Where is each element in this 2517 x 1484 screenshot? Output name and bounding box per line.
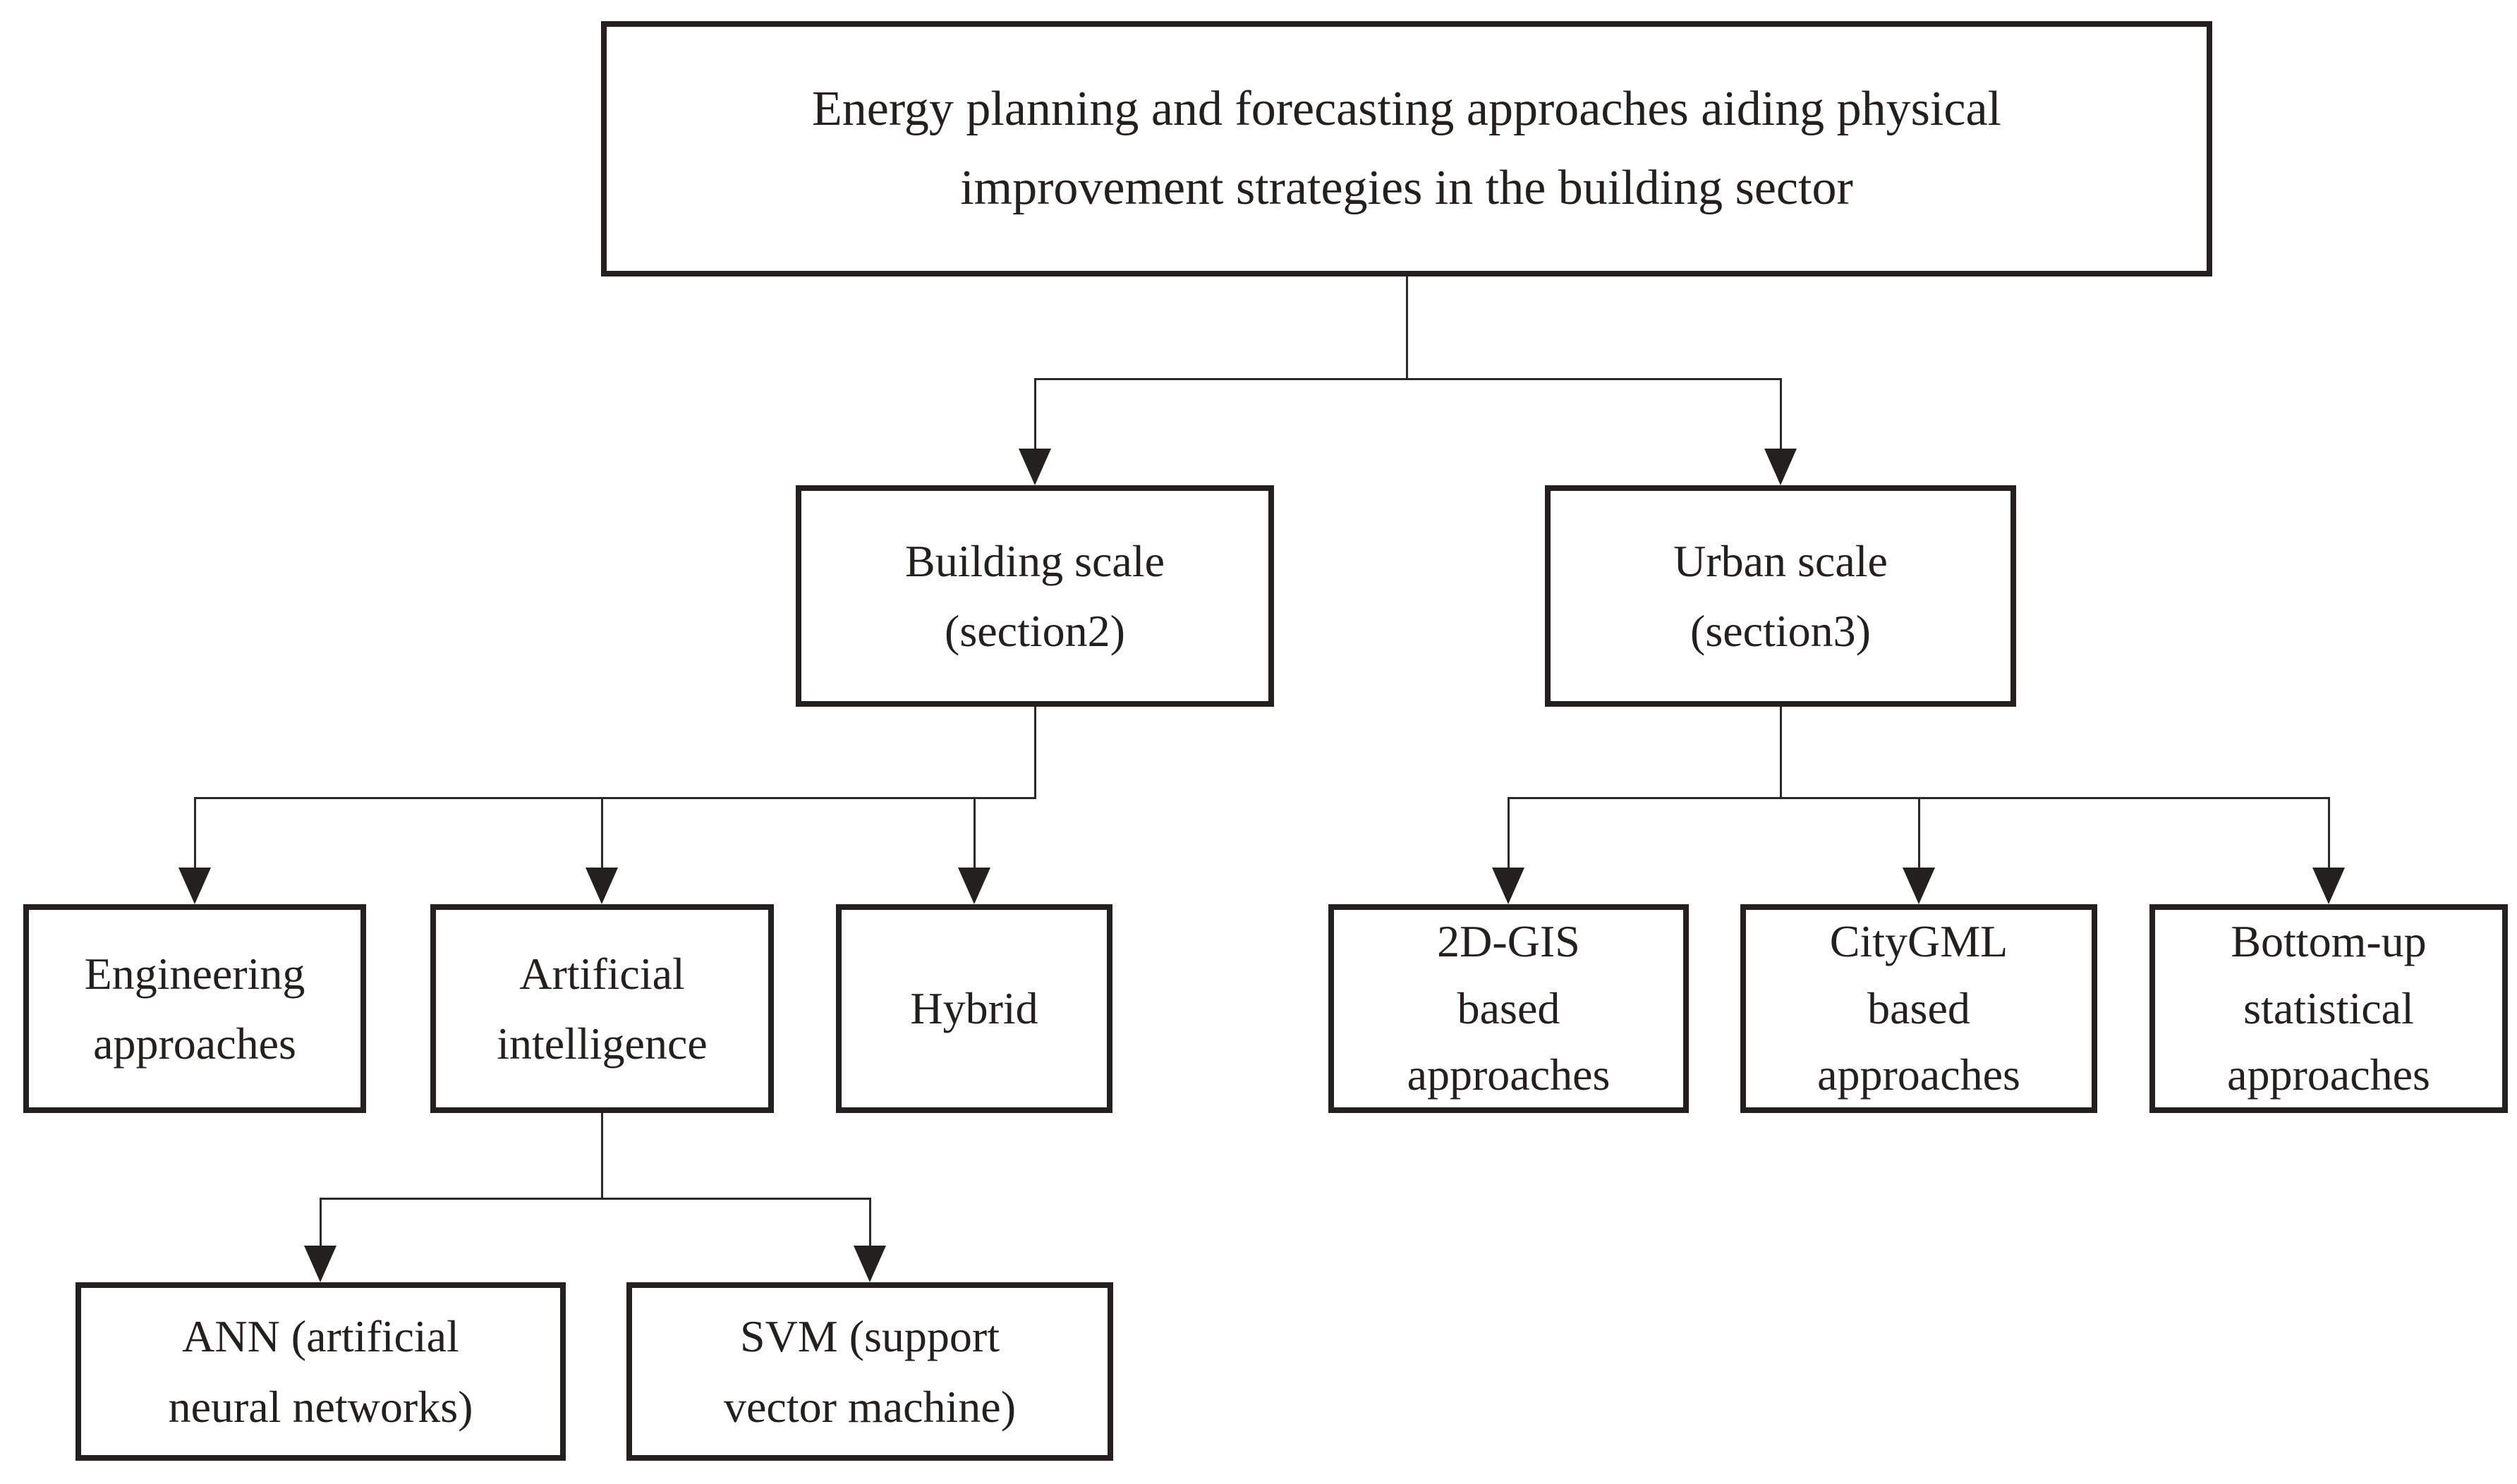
node-artificial-intelligence: Artificial intelligence xyxy=(430,904,774,1113)
connector-drop-urban xyxy=(1780,378,1782,450)
node-citygml-approaches: CityGML based approaches xyxy=(1740,904,2097,1113)
connector-root-bus xyxy=(1034,378,1782,380)
arrowhead-down-icon xyxy=(178,868,211,904)
connector-root-riser xyxy=(1406,276,1408,379)
connector-drop-artificial-intelligence xyxy=(601,797,603,869)
arrowhead-down-icon xyxy=(958,868,990,904)
arrowhead-down-icon xyxy=(1903,868,1935,904)
node-ann-label: ANN (artificial neural networks) xyxy=(81,1301,560,1441)
arrowhead-down-icon xyxy=(854,1246,886,1282)
label-line: ANN (artificial xyxy=(182,1311,459,1362)
node-artificial-intelligence-label: Artificial intelligence xyxy=(436,939,768,1078)
node-building-scale: Building scale (section2) xyxy=(796,485,1274,707)
arrowhead-down-icon xyxy=(1019,449,1051,485)
label-line: vector machine) xyxy=(724,1381,1016,1432)
node-citygml-label: CityGML based approaches xyxy=(1746,908,2092,1109)
connector-drop-citygml xyxy=(1918,797,1920,869)
label-line: Hybrid xyxy=(910,983,1038,1034)
label-line: approaches xyxy=(93,1018,296,1069)
node-root-label: Energy planning and forecasting approach… xyxy=(607,70,2207,228)
connector-urban-riser xyxy=(1780,707,1782,798)
label-line: statistical xyxy=(2243,983,2414,1033)
label-line: based xyxy=(1457,983,1560,1033)
label-line: Energy planning and forecasting approach… xyxy=(812,82,2001,136)
label-line: Bottom-up xyxy=(2231,916,2427,966)
node-svm-label: SVM (support vector machine) xyxy=(632,1301,1108,1441)
label-line: improvement strategies in the building s… xyxy=(960,161,1853,215)
connector-building-bus xyxy=(194,797,1036,799)
node-engineering-label: Engineering approaches xyxy=(29,939,360,1078)
node-bottom-up-statistical-approaches: Bottom-up statistical approaches xyxy=(2149,904,2508,1113)
connector-drop-bottom-up xyxy=(2328,797,2330,869)
label-line: CityGML xyxy=(1829,916,2008,966)
connector-drop-engineering xyxy=(194,797,196,869)
node-2d-gis-approaches: 2D-GIS based approaches xyxy=(1328,904,1689,1113)
label-line: based xyxy=(1867,983,1970,1033)
node-2d-gis-label: 2D-GIS based approaches xyxy=(1334,908,1683,1109)
connector-drop-ann xyxy=(320,1198,322,1247)
node-ann-artificial-neural-networks: ANN (artificial neural networks) xyxy=(75,1282,566,1461)
arrowhead-down-icon xyxy=(1492,868,1524,904)
label-line: approaches xyxy=(1407,1050,1611,1100)
node-building-scale-label: Building scale (section2) xyxy=(801,526,1268,666)
node-svm-support-vector-machine: SVM (support vector machine) xyxy=(626,1282,1113,1461)
connector-drop-hybrid xyxy=(974,797,976,869)
label-line: approaches xyxy=(1817,1050,2020,1100)
arrowhead-down-icon xyxy=(1764,449,1797,485)
label-line: (section3) xyxy=(1690,606,1871,656)
arrowhead-down-icon xyxy=(2312,868,2345,904)
connector-ai-riser xyxy=(601,1113,603,1199)
connector-building-riser xyxy=(1034,707,1036,798)
node-urban-scale: Urban scale (section3) xyxy=(1545,485,2016,707)
label-line: Engineering xyxy=(84,948,305,999)
node-bottom-up-label: Bottom-up statistical approaches xyxy=(2155,908,2502,1109)
label-line: (section2) xyxy=(945,606,1125,656)
connector-drop-svm xyxy=(869,1198,871,1247)
label-line: Urban scale xyxy=(1673,535,1888,586)
node-urban-scale-label: Urban scale (section3) xyxy=(1551,526,2010,666)
label-line: SVM (support xyxy=(739,1311,1000,1362)
arrowhead-down-icon xyxy=(586,868,618,904)
label-line: Building scale xyxy=(905,535,1165,586)
label-line: 2D-GIS xyxy=(1437,916,1580,966)
node-engineering-approaches: Engineering approaches xyxy=(23,904,366,1113)
connector-ai-bus xyxy=(320,1198,871,1200)
label-line: approaches xyxy=(2227,1050,2430,1100)
arrowhead-down-icon xyxy=(304,1246,336,1282)
connector-drop-2d-gis xyxy=(1508,797,1510,869)
label-line: intelligence xyxy=(497,1018,708,1069)
node-hybrid-label: Hybrid xyxy=(842,973,1107,1043)
node-root-energy-planning: Energy planning and forecasting approach… xyxy=(601,21,2212,276)
label-line: Artificial xyxy=(519,948,685,999)
connector-drop-building xyxy=(1034,378,1036,450)
label-line: neural networks) xyxy=(168,1381,473,1432)
node-hybrid: Hybrid xyxy=(836,904,1112,1113)
